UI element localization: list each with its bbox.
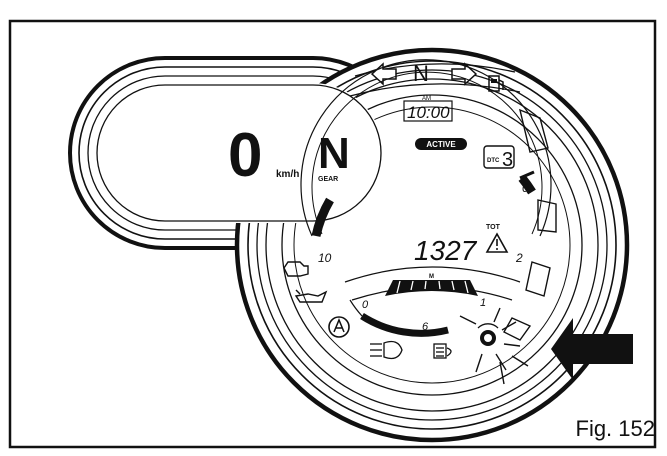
- figure-label: Fig. 152: [575, 416, 656, 441]
- active-label: ACTIVE: [426, 140, 456, 149]
- dtc-box: [483, 145, 515, 169]
- abs-icon: [328, 316, 350, 338]
- oil-can-icon: [294, 289, 328, 303]
- active-badge: [415, 138, 467, 150]
- dtc-readout: 3: [502, 149, 513, 171]
- neutral-indicator: N: [413, 61, 429, 86]
- engine-icon: [283, 261, 309, 277]
- arrow-right-icon: [451, 62, 478, 86]
- clock-box: [403, 100, 453, 122]
- bar-gauge-right-tick: 1: [480, 297, 486, 309]
- tach-arc: [300, 59, 552, 238]
- figure-frame: [8, 19, 657, 449]
- clock-ampm: AM: [422, 96, 431, 102]
- gear-readout: N: [318, 129, 350, 178]
- headlight-icon: [370, 340, 403, 360]
- dtc-label: DTC: [487, 158, 500, 164]
- tach-zero-tick: 0: [522, 181, 529, 195]
- warning-triangle-icon: [485, 232, 509, 253]
- tach-left-tick: 10: [318, 251, 332, 265]
- tach-right-tick: 2: [515, 251, 523, 265]
- odometer-tot-label: TOT: [486, 224, 501, 231]
- pointer-arrow-icon: [551, 318, 633, 380]
- bar-gauge-left-tick: 0: [362, 299, 369, 311]
- speed-unit: km/h: [276, 169, 299, 180]
- indicator-rays: [459, 307, 529, 385]
- bar-gauge-bottom-tick: 6: [422, 321, 429, 333]
- lcd-front: [95, 83, 383, 223]
- high-beam-icon: [433, 343, 452, 359]
- bar-gauge: [344, 266, 521, 337]
- clock-readout: 10:00: [407, 103, 450, 122]
- gear-label: GEAR: [318, 176, 338, 183]
- speed-readout: 0: [228, 121, 262, 190]
- odometer-readout: 1327: [414, 235, 478, 266]
- bar-gauge-mid: M: [429, 274, 434, 280]
- traction-icon: [477, 323, 499, 346]
